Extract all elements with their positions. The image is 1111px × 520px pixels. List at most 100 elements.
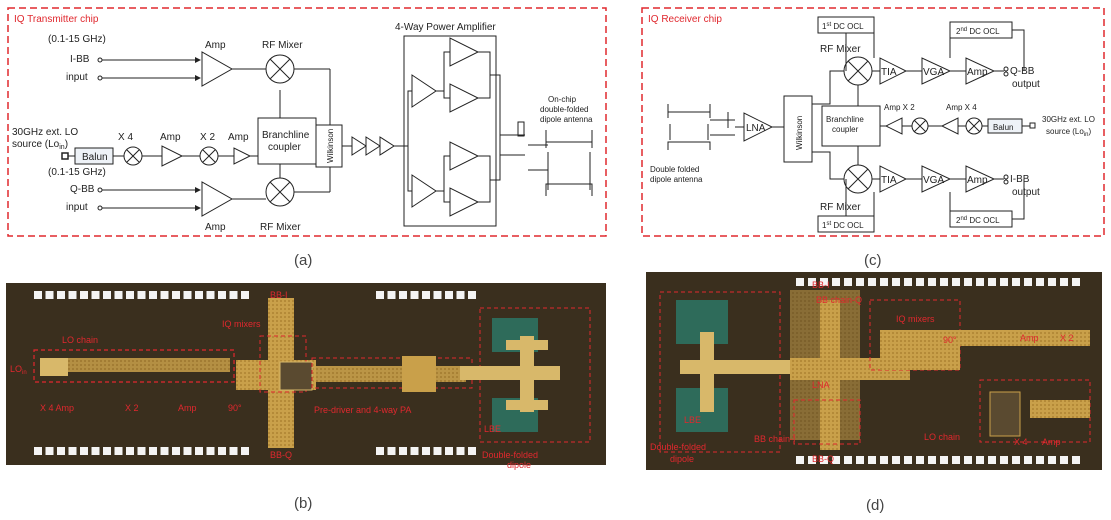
rx-die-amp-bottom-label: Amp [1042, 437, 1061, 447]
bond-pad [976, 456, 984, 464]
tx-die-iq-mixers-label: IQ mixers [222, 319, 261, 329]
bond-pad [928, 278, 936, 286]
i-bb-port-icon [97, 57, 103, 63]
bond-pad [832, 456, 840, 464]
bond-pad [218, 291, 226, 299]
bond-pad [468, 447, 476, 455]
bond-pad [376, 447, 384, 455]
tx-die-amp-label: Amp [178, 403, 197, 413]
rx-die-x4-label: X 4 [1014, 437, 1028, 447]
bond-pad [399, 291, 407, 299]
panel-c-rx-schematic: IQ Receiver chip 1st DC OCL 2nd DC OCL 1… [641, 7, 1105, 269]
bond-pad [218, 447, 226, 455]
bond-pad [34, 447, 42, 455]
bond-pad [195, 291, 203, 299]
bond-pad [206, 291, 215, 299]
tx-pa-stage1-top-icon [411, 74, 437, 108]
tx-pa-title: 4-Way Power Amplifier [395, 22, 496, 33]
bond-pad [856, 456, 864, 464]
rx-die-90deg-label: 90° [943, 335, 957, 345]
rx-q-bb-out-label2: output [1012, 79, 1040, 90]
tx-pa-out3-icon [449, 141, 480, 171]
bond-pad [904, 278, 912, 286]
tx-die-90deg-label: 90° [228, 403, 242, 413]
bond-pad [468, 291, 476, 299]
bond-pad [856, 278, 864, 286]
tx-wilkinson-block [315, 124, 343, 168]
i-bb-input-label1: I-BB [70, 54, 90, 65]
bond-pad [149, 291, 157, 299]
bond-pad [80, 291, 88, 299]
bond-pad [940, 456, 948, 464]
bond-pad [433, 291, 442, 299]
bond-pad [964, 456, 972, 464]
tx-i-amp-icon [201, 51, 234, 87]
bond-pad [433, 447, 442, 455]
panel-a-tx-schematic: IQ Transmitter chip (0.1-15 GHz) I-BB in… [7, 7, 607, 269]
tx-lo-amp1-label: Amp [160, 132, 181, 143]
bond-pad [160, 447, 169, 455]
tx-pa-out4-icon [449, 187, 480, 217]
bond-pad [1000, 456, 1008, 464]
bond-pad [892, 456, 900, 464]
rx-die-bb-chain-q-label: BB chain-Q [816, 295, 862, 305]
rx-pad-rows [796, 278, 1080, 464]
bond-pad [80, 447, 88, 455]
bond-pad [137, 447, 146, 455]
bond-pad [137, 291, 146, 299]
rx-i-bb-out-label2: output [1012, 187, 1040, 198]
bond-pad [183, 291, 192, 299]
tx-lo-label2: source (Loin) [12, 139, 68, 151]
tx-branchline-block [257, 117, 317, 165]
tx-die-lbe-label: LBE [484, 424, 501, 434]
bond-pad [916, 278, 924, 286]
rx-lo-label1: 30GHz ext. LO [1042, 115, 1095, 124]
bond-pad [34, 291, 42, 299]
bond-pad [387, 447, 396, 455]
bond-pad [1036, 456, 1044, 464]
rx-vga-top-label: VGA [923, 67, 944, 78]
tx-pa-out2-icon [449, 83, 480, 113]
rx-die-lbe-label: LBE [684, 415, 701, 425]
rx-die-iq-mixers-label: IQ mixers [896, 314, 935, 324]
bond-pad [229, 447, 238, 455]
rx-die-lna-label: LNA [812, 380, 830, 390]
tx-q-mixer-label: RF Mixer [260, 222, 301, 233]
rx-tia-top-label: TIA [881, 67, 897, 78]
bond-pad [1012, 278, 1020, 286]
bond-pad [832, 278, 840, 286]
bond-pad [868, 278, 876, 286]
panel-d-rx-die-photo: BB chain-Q BB chain-I BB-I BB-Q IQ mixer… [646, 272, 1102, 514]
rx-lo-amp1-icon [940, 117, 959, 135]
caption-b: (b) [294, 495, 312, 512]
tx-lo-amp2-icon [233, 147, 252, 165]
bond-pad [456, 447, 465, 455]
bond-pad [183, 447, 192, 455]
q-bb-range: (0.1-15 GHz) [48, 167, 106, 178]
tx-predriver2-icon [365, 136, 381, 156]
panel-b-tx-die-photo: BB-I BB-Q IQ mixers LO chain LOin X 4 Am… [6, 283, 606, 512]
tx-die-dipole-label2: dipole [507, 460, 531, 470]
tx-dipole-antenna-icon [545, 130, 593, 196]
tx-q-amp-label: Amp [205, 222, 226, 233]
tx-x4-label: X 4 [118, 132, 133, 143]
bond-pad [808, 278, 816, 286]
rx-branchline-block [821, 105, 881, 147]
q-bb-port-icon [97, 187, 103, 193]
bond-pad [952, 456, 960, 464]
rx-q-out-port-icon [1003, 66, 1009, 72]
tx-pad-rows [34, 291, 476, 455]
bond-pad [796, 456, 804, 464]
bond-pad [880, 456, 888, 464]
bond-pad [399, 447, 407, 455]
bond-pad [820, 456, 828, 464]
tx-lo-amp1-icon [161, 145, 184, 167]
rx-i-mixer-label: RF Mixer [820, 44, 861, 55]
tx-branchline-label1: Branchline [262, 130, 310, 141]
rx-wilkinson-label: Wilkinson [795, 116, 804, 150]
rx-lo-amp2-icon [884, 117, 903, 135]
tx-lo-amp2-label: Amp [228, 132, 249, 143]
q-bb-input-label1: Q-BB [70, 184, 95, 195]
rx-die-amp-top-label: Amp [1020, 333, 1039, 343]
tx-lo-chain-box [33, 349, 235, 383]
